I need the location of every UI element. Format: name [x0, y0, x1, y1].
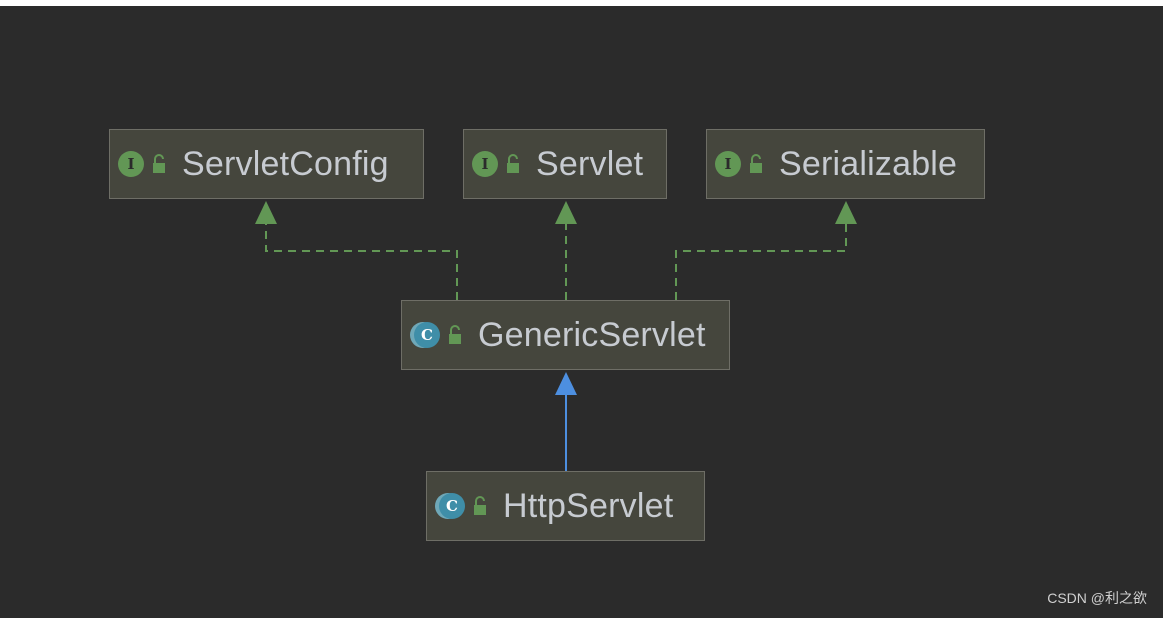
- arrowhead-serializable: [835, 201, 857, 224]
- interface-icon: I: [472, 151, 498, 177]
- unlocked-icon: [449, 325, 461, 344]
- node-label: GenericServlet: [478, 315, 706, 354]
- node-label: HttpServlet: [503, 486, 674, 525]
- unlocked-icon: [750, 154, 762, 173]
- node-serializable[interactable]: I Serializable: [706, 129, 985, 199]
- class-icon: C: [414, 322, 440, 348]
- class-icon: C: [439, 493, 465, 519]
- unlocked-icon: [153, 154, 165, 173]
- diagram-canvas: I ServletConfig I Servlet I Serializable…: [0, 6, 1163, 618]
- node-label: Serializable: [779, 144, 958, 183]
- edge-genericservlet-serializable: [675, 221, 847, 300]
- node-label: ServletConfig: [182, 144, 389, 183]
- arrowhead-servletconfig: [255, 201, 277, 224]
- edge-genericservlet-servletconfig: [265, 221, 458, 300]
- watermark: CSDN @利之欲: [1047, 590, 1147, 606]
- node-servlet[interactable]: I Servlet: [463, 129, 667, 199]
- edges-layer: [255, 201, 857, 471]
- node-httpservlet[interactable]: C HttpServlet: [426, 471, 705, 541]
- node-label: Servlet: [536, 144, 644, 183]
- arrowhead-genericservlet: [555, 372, 577, 395]
- unlocked-icon: [507, 154, 519, 173]
- node-genericservlet[interactable]: C GenericServlet: [401, 300, 730, 370]
- interface-icon: I: [715, 151, 741, 177]
- node-servletconfig[interactable]: I ServletConfig: [109, 129, 424, 199]
- interface-icon: I: [118, 151, 144, 177]
- arrowhead-servlet: [555, 201, 577, 224]
- unlocked-icon: [474, 496, 486, 515]
